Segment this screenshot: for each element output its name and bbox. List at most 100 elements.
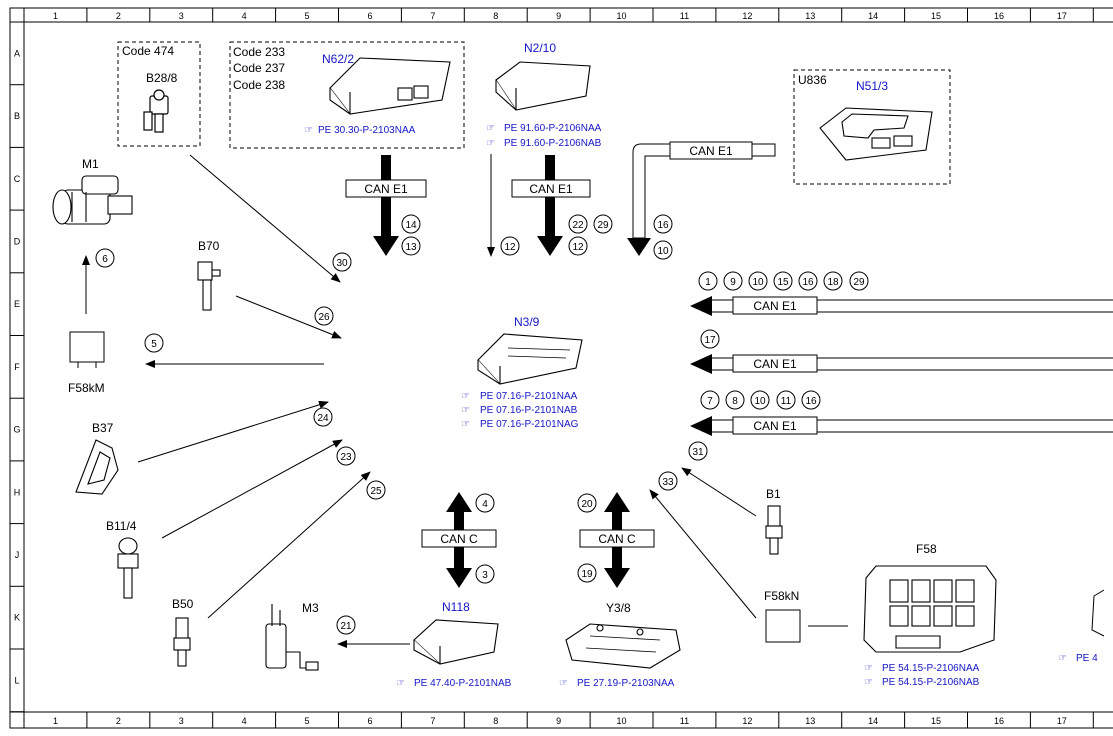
- svg-text:5: 5: [151, 339, 157, 350]
- can-e1-label: CAN E1: [753, 419, 797, 433]
- f58-ref-icon-a: ☞: [864, 663, 873, 674]
- row-label: B: [14, 111, 20, 121]
- y3-8-label: Y3/8: [606, 601, 631, 615]
- n118-module-icon: [413, 619, 499, 665]
- f58km-relay-icon: [69, 331, 105, 363]
- arrow-b70-26: [235, 295, 342, 339]
- can-e1-bus-right-1: CAN E1: [690, 296, 1113, 316]
- column-label-bottom: 7: [430, 716, 435, 726]
- svg-text:6: 6: [102, 254, 108, 265]
- signal-22: 22: [568, 214, 588, 234]
- code-237-label: Code 237: [233, 61, 285, 75]
- column-label-bottom: 1: [53, 716, 58, 726]
- n2-10-ref-a: PE 91.60-P-2106NAA: [504, 123, 602, 134]
- svg-text:26: 26: [318, 312, 330, 323]
- signal-circles: 6 5 30 26 24 23 25 14 13 12 22 29 12 16 …: [95, 214, 869, 635]
- svg-text:13: 13: [405, 242, 417, 253]
- signal-30: 30: [332, 252, 352, 272]
- signal-17: 17: [700, 329, 720, 349]
- column-label-bottom: 15: [931, 716, 941, 726]
- y3-8-ref: PE 27.19-P-2103NAA: [577, 678, 675, 689]
- signal-29a: 29: [593, 214, 613, 234]
- svg-text:7: 7: [707, 396, 713, 407]
- y3-8-valve-body-icon: [565, 623, 681, 669]
- n62-2-module-icon: [329, 57, 451, 115]
- can-c-label: CAN C: [598, 532, 636, 546]
- can-e1-arrow-n62-2: CAN E1: [345, 155, 427, 256]
- m3-pump-icon: [265, 604, 319, 671]
- n62-2-label: N62/2: [322, 52, 354, 66]
- svg-text:16: 16: [802, 277, 814, 288]
- svg-text:20: 20: [581, 499, 593, 510]
- signal-31: 31: [688, 441, 708, 461]
- row-label: K: [14, 613, 20, 623]
- svg-text:17: 17: [704, 335, 716, 346]
- svg-text:8: 8: [732, 396, 738, 407]
- signal-10b: 10: [748, 271, 768, 291]
- signal-1: 1: [698, 271, 718, 291]
- svg-text:9: 9: [730, 277, 736, 288]
- column-label-bottom: 16: [994, 716, 1004, 726]
- n118-label: N118: [442, 600, 470, 614]
- n51-3-group: U836 N51/3: [793, 69, 951, 185]
- svg-text:22: 22: [572, 220, 584, 231]
- svg-text:19: 19: [581, 569, 593, 580]
- n2-10-ref-a-icon: ☞: [486, 123, 495, 134]
- f58kn-label: F58kN: [764, 589, 799, 603]
- column-label-top: 17: [1057, 11, 1067, 21]
- svg-text:31: 31: [692, 447, 704, 458]
- column-label-bottom: 5: [305, 716, 310, 726]
- can-e1-bus-right-3: CAN E1: [690, 416, 1113, 436]
- signal-16c: 16: [801, 390, 821, 410]
- can-e1-arrow-n2-10: CAN E1: [511, 155, 591, 256]
- b28-8-label: B28/8: [146, 71, 178, 85]
- b50-label: B50: [172, 597, 194, 611]
- column-label-bottom: 12: [742, 716, 752, 726]
- arrow-b1-31: [681, 467, 757, 517]
- column-label-bottom: 9: [556, 716, 561, 726]
- column-label-bottom: 13: [805, 716, 815, 726]
- arrow-b50-25: [207, 471, 371, 619]
- signal-29b: 29: [849, 271, 869, 291]
- can-c-label: CAN C: [440, 532, 478, 546]
- can-e1-label: CAN E1: [529, 182, 573, 196]
- n51-3-module-icon: [819, 107, 933, 161]
- code-474-label: Code 474: [122, 44, 174, 58]
- b37-label: B37: [92, 421, 114, 435]
- signal-19: 19: [577, 563, 597, 583]
- row-label: H: [14, 487, 21, 497]
- svg-text:4: 4: [482, 499, 488, 510]
- svg-text:3: 3: [482, 570, 488, 581]
- code-238-label: Code 238: [233, 78, 285, 92]
- column-label-top: 12: [742, 11, 752, 21]
- arrow-b37-24: [137, 400, 329, 463]
- column-label-top: 8: [493, 11, 498, 21]
- signal-33: 33: [658, 471, 678, 491]
- n62-2-ref: PE 30.30-P-2103NAA: [318, 125, 416, 136]
- grid-frame: [9, 7, 1113, 729]
- m3-group: M3: [265, 601, 319, 671]
- column-label-bottom: 14: [868, 716, 878, 726]
- svg-text:10: 10: [754, 396, 766, 407]
- arrow-b28-8-30: [189, 154, 341, 283]
- b70-sensor-icon: [197, 261, 221, 311]
- signal-10c: 10: [750, 390, 770, 410]
- f58-group: F58 PE 54.15-P-2106NAA PE 54.15-P-2106NA…: [863, 542, 997, 688]
- y3-8-group: Y3/8 PE 27.19-P-2103NAA ☞: [559, 601, 681, 689]
- row-label: C: [14, 174, 21, 184]
- svg-text:16: 16: [657, 220, 669, 231]
- svg-text:10: 10: [657, 246, 669, 257]
- column-label-bottom: 8: [493, 716, 498, 726]
- column-label-bottom: 4: [242, 716, 247, 726]
- n3-9-ecu-icon: [477, 333, 583, 385]
- n62-2-group: Code 233 Code 237 Code 238 N62/2 PE 30.3…: [229, 41, 465, 149]
- n2-10-ref-b: PE 91.60-P-2106NAB: [504, 138, 602, 149]
- svg-text:25: 25: [370, 486, 382, 497]
- signal-6: 6: [95, 248, 115, 268]
- b1-sensor-icon: [765, 505, 783, 555]
- svg-text:30: 30: [336, 258, 348, 269]
- column-label-bottom: 6: [367, 716, 372, 726]
- can-e1-label: CAN E1: [753, 357, 797, 371]
